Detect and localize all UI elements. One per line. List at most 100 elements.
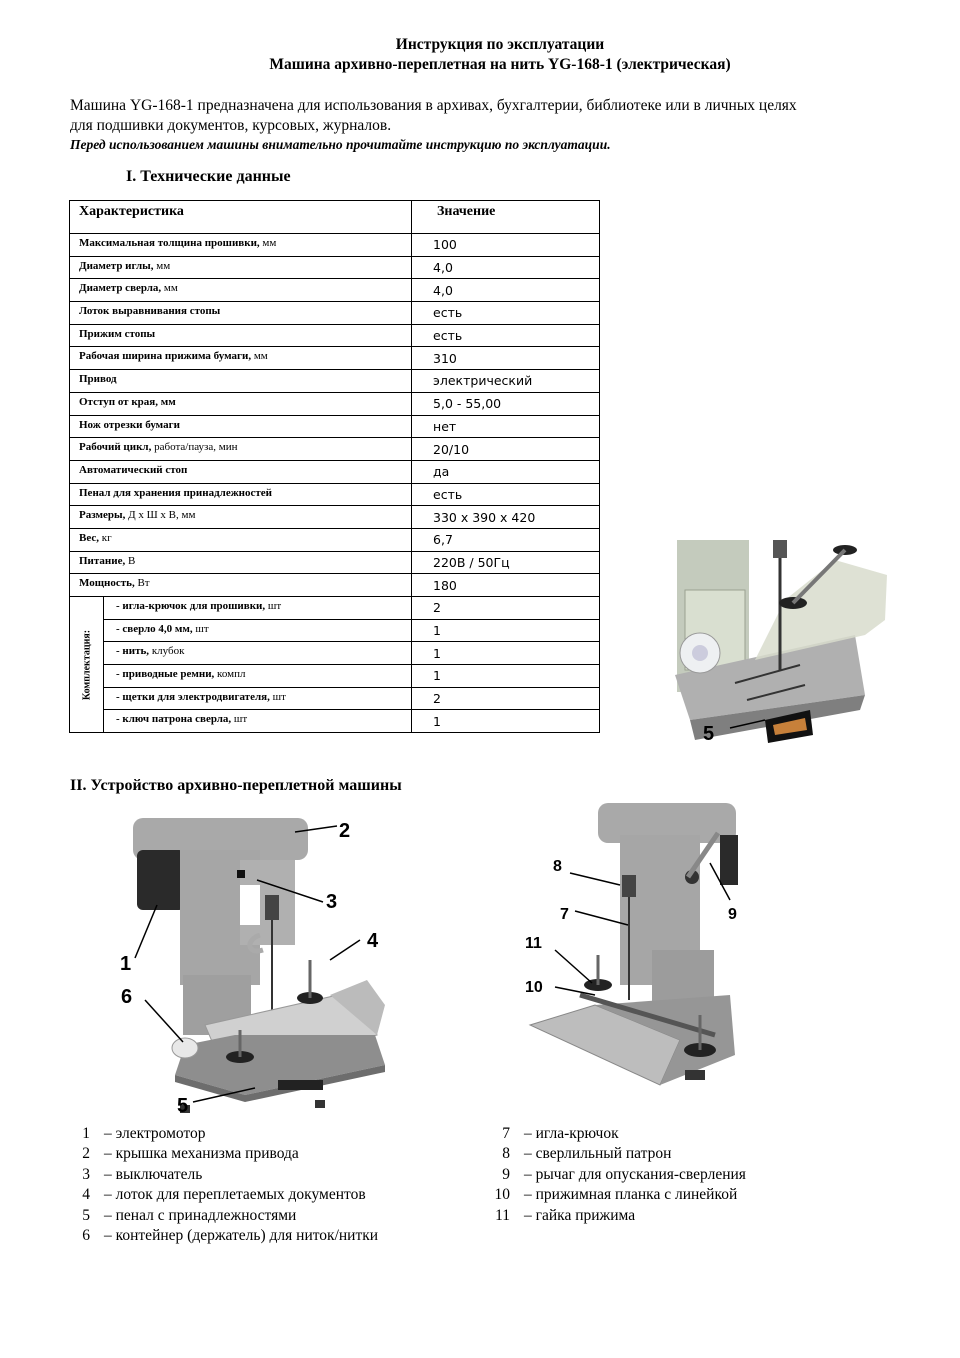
kit-item-name: - щетки для электродвигателя, <box>116 690 270 703</box>
characteristic-name: Мощность, <box>79 577 135 590</box>
characteristic-unit: кг <box>99 531 112 544</box>
legend-item: 11 – гайка прижима <box>488 1206 746 1226</box>
characteristic-unit: мм <box>259 237 277 249</box>
kit-item-value: 2 <box>411 686 601 711</box>
row-characteristic: Рабочая ширина прижима бумаги, мм <box>68 346 413 371</box>
characteristic-name: Диаметр сверла, <box>79 282 162 295</box>
table-header-row: Характеристика Значение <box>68 200 601 234</box>
row-characteristic: Прижим стопы <box>68 323 413 348</box>
row-value: 330 x 390 x 420 <box>411 505 601 529</box>
characteristic-name: Диаметр иглы, <box>79 259 154 272</box>
legend-item: 6– контейнер (держатель) для ниток/нитки <box>70 1226 378 1246</box>
kit-label: Комплектация: <box>81 629 92 700</box>
header-value: Значение <box>411 200 601 234</box>
warning-text: Перед использованием машины внимательно … <box>70 137 611 152</box>
row-value: есть <box>411 482 601 507</box>
kit-item: - щетки для электродвигателя, шт <box>102 686 413 711</box>
legend-item: 3 – выключатель <box>70 1165 378 1185</box>
row-value: 4,0 <box>411 278 601 303</box>
kit-item-value: 1 <box>411 709 601 734</box>
header-characteristic: Характеристика <box>68 200 413 234</box>
characteristic-unit: Д х Ш х В, <box>125 509 179 522</box>
machine-photo-top: 5 <box>675 540 887 745</box>
characteristic-unit: мм <box>161 282 178 295</box>
fig-label-1: 1 <box>120 953 131 975</box>
legend-item: 8– сверлильный патрон <box>488 1144 746 1164</box>
row-value: есть <box>411 323 601 348</box>
legend-text: – сверлильный патрон <box>524 1145 672 1163</box>
kit-row: Комплектация: - игла-крючок для прошивки,… <box>69 595 601 734</box>
legend-text: – игла-крючок <box>524 1125 619 1142</box>
characteristic-unit: мм <box>178 509 196 522</box>
characteristic-name: Привод <box>79 373 117 386</box>
characteristic-unit: мм <box>153 259 171 272</box>
characteristic-name: Вес, <box>79 531 99 544</box>
kit-item-unit: шт <box>269 690 286 703</box>
section-1-title: I. Технические данные <box>126 168 291 185</box>
kit-item: - ключ патрона сверла, шт <box>102 709 413 734</box>
row-value: 20/10 <box>411 437 601 461</box>
legend-number: 2 <box>82 1145 90 1163</box>
legend-text: – прижимная планка с линейкой <box>524 1186 738 1204</box>
legend-number: 7 <box>502 1125 510 1142</box>
legend-number: 5 <box>82 1206 90 1224</box>
characteristic-unit: В <box>125 554 136 567</box>
row-value: да <box>411 459 601 484</box>
legend-number: 11 <box>495 1206 510 1224</box>
legend-number: 3 <box>82 1165 90 1183</box>
kit-item: - игла-крючок для прошивки, шт <box>102 596 413 620</box>
table-row: Отступ от края, мм 5,0 - 55,00 <box>68 391 601 416</box>
fig-label-5: 5 <box>177 1095 188 1115</box>
legend-item: 7 – игла-крючок <box>488 1124 746 1144</box>
characteristic-name: Питание, <box>79 554 126 567</box>
row-characteristic: Нож отрезки бумаги <box>68 414 413 439</box>
characteristic-name: Лоток выравнивания стопы <box>79 305 221 318</box>
row-value: 180 <box>411 573 601 597</box>
legend-item: 1– электромотор <box>70 1124 378 1144</box>
legend-item: 9– рычаг для опускания-сверления <box>488 1165 746 1185</box>
characteristic-name: Автоматический стоп <box>79 463 188 476</box>
fig-label-2: 2 <box>339 820 350 842</box>
row-characteristic: Диаметр иглы, мм <box>68 255 413 280</box>
fig-label-9: 9 <box>728 906 737 923</box>
kit-label-cell: Комплектация: <box>69 595 104 734</box>
kit-item-unit: компл <box>214 668 246 681</box>
row-characteristic: Максимальная толщина прошивки, мм <box>68 233 413 257</box>
table-row: Автоматический стоп да <box>68 459 601 484</box>
row-value: электрический <box>411 369 601 393</box>
characteristic-name: Отступ от края, мм <box>79 395 176 408</box>
legend-text: – пенал с принадлежностями <box>104 1206 297 1224</box>
row-characteristic: Рабочий цикл, работа/пауза, мин <box>68 437 413 461</box>
legend-text: – гайка прижима <box>524 1206 636 1224</box>
characteristic-unit: работа/пауза, мин <box>151 441 238 454</box>
characteristic-unit: Вт <box>134 577 150 590</box>
row-characteristic: Диаметр сверла, мм <box>68 278 413 303</box>
legend-text: – контейнер (держатель) для ниток/нитки <box>104 1227 379 1245</box>
row-value: 100 <box>411 233 601 257</box>
kit-item-unit: шт <box>192 622 209 635</box>
fig-label-3: 3 <box>326 891 337 913</box>
legend-text: – выключатель <box>104 1165 203 1183</box>
legend-text: – электромотор <box>104 1125 206 1142</box>
row-value: 5,0 - 55,00 <box>411 391 601 416</box>
table-row: Размеры, Д х Ш х В, мм 330 x 390 x 420 <box>68 505 601 529</box>
characteristic-name: Размеры, <box>79 509 126 522</box>
kit-item-name: - ключ патрона сверла, <box>116 713 232 726</box>
row-characteristic: Пенал для хранения принадлежностей <box>68 482 413 507</box>
legend-item: 10– прижимная планка с линейкой <box>488 1185 746 1205</box>
row-characteristic: Вес, кг <box>68 527 413 552</box>
kit-item-value: 2 <box>411 596 601 620</box>
